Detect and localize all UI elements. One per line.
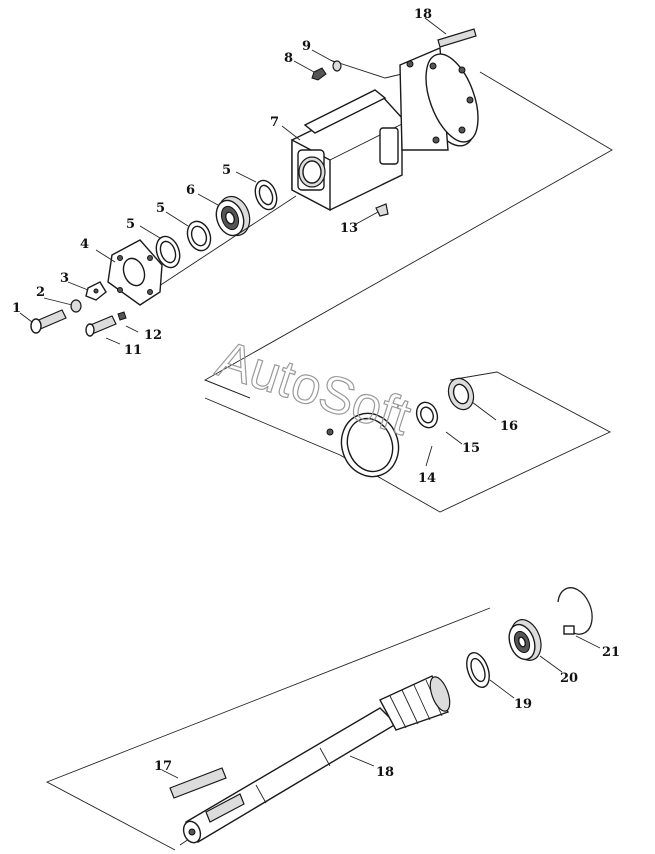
plug xyxy=(375,203,389,217)
callout-19: 19 xyxy=(514,697,532,712)
callout-11: 11 xyxy=(124,343,142,358)
callout-9: 9 xyxy=(302,39,311,54)
bolt-group-left xyxy=(30,281,107,334)
bearing-stack xyxy=(149,179,297,293)
callout-6: 6 xyxy=(186,183,195,198)
watermark: AutoSoft xyxy=(210,330,418,447)
lower-assembly-frame xyxy=(45,607,491,851)
callout-14: 14 xyxy=(418,471,436,486)
callout-12: 12 xyxy=(144,328,162,343)
callout-16: 16 xyxy=(500,419,518,434)
callout-3: 3 xyxy=(60,271,69,286)
callout-13: 13 xyxy=(340,221,358,236)
nut-washer-top xyxy=(311,60,342,81)
callout-17: 17 xyxy=(154,759,172,774)
callout-15: 15 xyxy=(462,441,480,456)
callout-8: 8 xyxy=(284,51,293,66)
leader-lines xyxy=(19,17,601,779)
callout-7: 7 xyxy=(270,115,279,130)
callout-18-top: 18 xyxy=(414,7,432,22)
callout-20: 20 xyxy=(560,671,578,686)
key xyxy=(169,767,227,799)
callout-5-c: 5 xyxy=(222,163,231,178)
callout-18-bottom: 18 xyxy=(376,765,394,780)
cover-plate xyxy=(107,239,163,306)
callout-5-b: 5 xyxy=(156,201,165,216)
callout-21: 21 xyxy=(602,645,620,660)
callout-1: 1 xyxy=(12,301,21,316)
bolt-group-lower xyxy=(85,311,127,337)
transmission-housing xyxy=(291,46,479,212)
middle-assembly-frame xyxy=(204,371,612,513)
callout-labels: 1 2 3 4 5 5 5 6 7 8 9 11 12 13 14 15 16 … xyxy=(12,7,620,780)
callout-5-a: 5 xyxy=(126,217,135,232)
shaft-bearing-parts xyxy=(466,587,593,688)
stud-bolt xyxy=(437,28,477,48)
callout-2: 2 xyxy=(36,285,45,300)
output-shaft xyxy=(182,675,451,844)
middle-parts xyxy=(326,377,475,478)
callout-4: 4 xyxy=(80,237,89,252)
